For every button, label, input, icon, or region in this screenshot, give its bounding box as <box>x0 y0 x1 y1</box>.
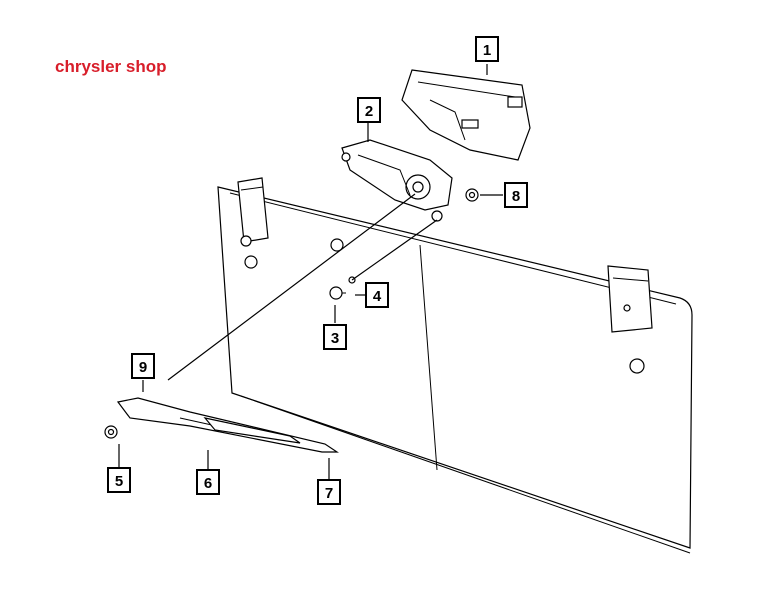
wiper-arm <box>116 397 339 453</box>
brand-label: chrysler shop <box>55 57 167 76</box>
svg-text:3: 3 <box>331 330 339 347</box>
callout-4: 4 <box>365 282 389 308</box>
svg-text:2: 2 <box>365 103 373 120</box>
svg-text:6: 6 <box>204 475 212 492</box>
svg-text:1: 1 <box>483 42 491 59</box>
part-8-nut <box>465 188 479 202</box>
liftgate-glass <box>217 186 693 554</box>
callout-9: 9 <box>131 353 155 379</box>
callout-5: 5 <box>107 467 131 493</box>
part-5-nut <box>104 425 118 439</box>
callout-1: 1 <box>475 36 499 62</box>
svg-text:4: 4 <box>373 288 382 305</box>
glass-grommet <box>330 238 344 252</box>
callout-2: 2 <box>357 97 381 123</box>
wiper-motor <box>341 139 453 222</box>
right-hinge <box>607 265 653 374</box>
svg-text:9: 9 <box>139 359 147 376</box>
svg-text:8: 8 <box>512 188 520 205</box>
left-hinge <box>237 177 269 269</box>
callout-3: 3 <box>323 324 347 350</box>
callout-7: 7 <box>317 479 341 505</box>
part-3-grommet <box>329 286 346 300</box>
callout-6: 6 <box>196 469 220 495</box>
callout-8: 8 <box>504 182 528 208</box>
motor-cover <box>401 69 531 161</box>
svg-text:7: 7 <box>325 485 333 502</box>
svg-text:5: 5 <box>115 473 123 490</box>
